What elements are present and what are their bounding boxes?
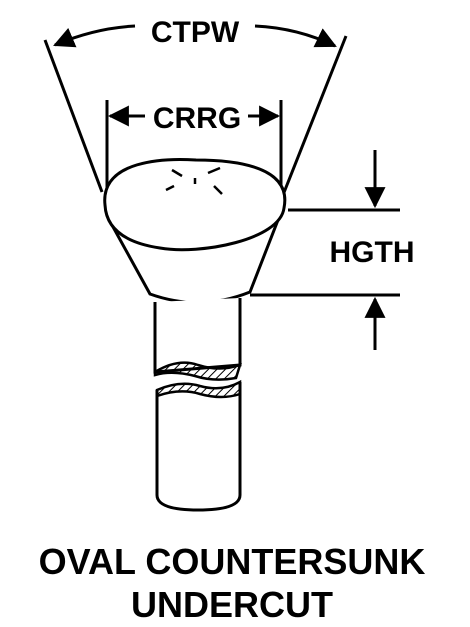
crrg-extension-lines xyxy=(105,100,283,188)
hgth-extension-lines xyxy=(250,208,400,297)
ctpw-dimension-arrow xyxy=(53,24,136,48)
hgth-label: HGTH xyxy=(330,236,415,269)
caption-line-1: OVAL COUNTERSUNK xyxy=(39,541,426,582)
rivet-shank-upper xyxy=(153,298,242,381)
caption-line-2: UNDERCUT xyxy=(131,584,333,625)
ctpw-extension-lines xyxy=(43,35,348,196)
rivet-head xyxy=(103,158,287,305)
ctpw-label: CTPW xyxy=(151,16,240,49)
ctpw-dimension-arrow-right xyxy=(254,24,337,48)
rivet-shank-lower xyxy=(155,379,242,512)
crrg-label: CRRG xyxy=(153,102,241,135)
